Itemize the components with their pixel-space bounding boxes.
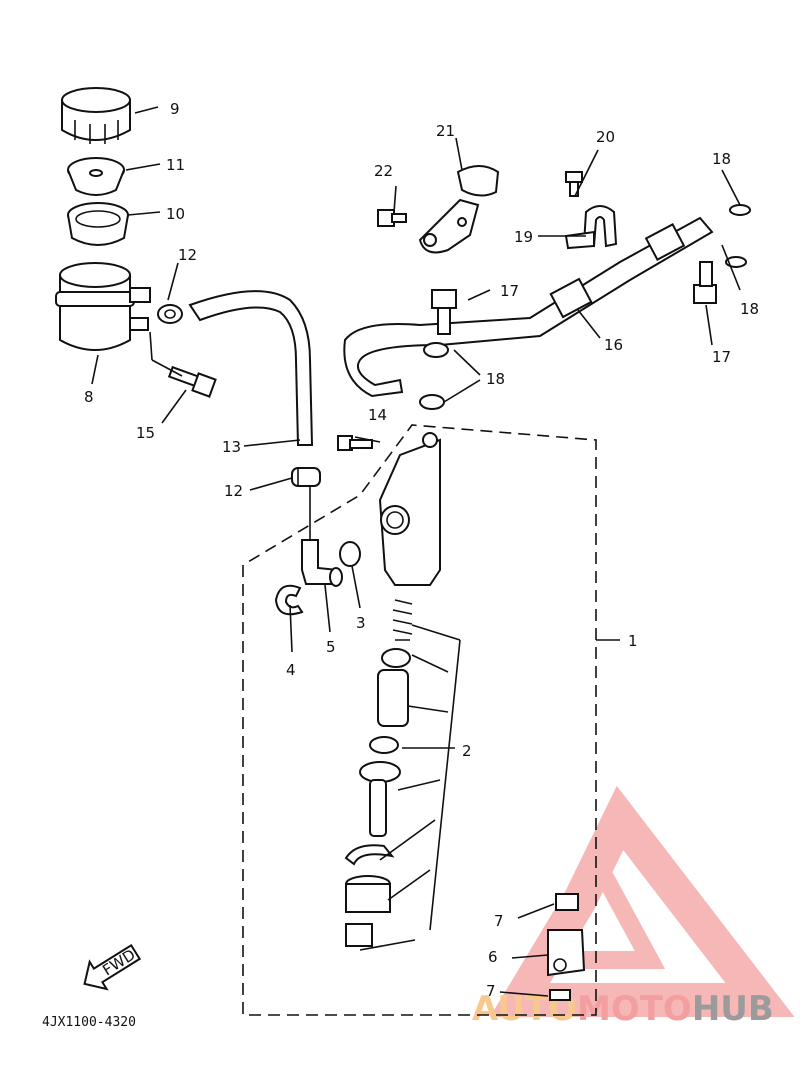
clevis-washer xyxy=(549,989,571,1001)
callout-7-lower: 7 xyxy=(486,982,496,1000)
callout-8: 8 xyxy=(84,388,94,406)
callout-14: 14 xyxy=(368,406,387,424)
cylinder-spring xyxy=(392,599,413,641)
callout-3: 3 xyxy=(356,614,366,632)
callout-17-left: 17 xyxy=(500,282,519,300)
watermark-hub: HUB xyxy=(692,989,774,1029)
lock-nut xyxy=(345,923,373,947)
reservoir-hose xyxy=(188,290,314,446)
reservoir-bolt xyxy=(167,365,217,398)
piston xyxy=(377,669,409,727)
o-ring xyxy=(339,541,361,567)
clevis xyxy=(547,929,586,977)
callout-6: 6 xyxy=(488,948,498,966)
callout-18-right: 18 xyxy=(740,300,759,318)
copper-washer-1 xyxy=(423,342,449,358)
callout-12-upper: 12 xyxy=(178,246,197,264)
callout-1: 1 xyxy=(628,632,638,650)
union-bolt-left xyxy=(431,289,457,335)
master-cylinder-body xyxy=(378,432,441,586)
callout-22: 22 xyxy=(374,162,393,180)
hose-clamp-upper xyxy=(157,304,183,324)
joint-circlip xyxy=(274,584,304,616)
callout-10: 10 xyxy=(166,205,185,223)
piston-circlip xyxy=(344,844,395,866)
callout-9: 9 xyxy=(170,100,180,118)
reservoir-cap xyxy=(61,87,131,144)
primary-cup xyxy=(381,648,411,668)
callout-20: 20 xyxy=(596,128,615,146)
callout-18-mid: 18 xyxy=(486,370,505,388)
diaphragm-plate xyxy=(67,157,125,196)
dust-boot xyxy=(345,875,391,913)
hose-clamp-lower xyxy=(291,467,321,487)
callout-17-right: 17 xyxy=(712,348,731,366)
callout-5: 5 xyxy=(326,638,336,656)
fwd-arrow: FWD xyxy=(83,943,142,991)
leader-lines xyxy=(91,106,741,997)
callout-13: 13 xyxy=(222,438,241,456)
watermark: AUTOMOTOHUB xyxy=(472,785,795,1029)
callout-16: 16 xyxy=(604,336,623,354)
callout-21: 21 xyxy=(436,122,455,140)
clevis-nut xyxy=(555,893,579,911)
hose-holder xyxy=(564,205,618,250)
callout-12-lower: 12 xyxy=(224,482,243,500)
push-rod xyxy=(359,761,401,837)
copper-washer-2 xyxy=(419,394,445,410)
hose-joint xyxy=(301,539,343,587)
hose-guide-bracket xyxy=(418,165,500,254)
bleed-screw xyxy=(337,435,373,451)
callout-2: 2 xyxy=(462,742,472,760)
svg-text:AUTOMOTOHUB: AUTOMOTOHUB xyxy=(472,989,774,1029)
reservoir-tank xyxy=(55,262,151,351)
brake-hose xyxy=(343,216,714,398)
secondary-cup xyxy=(369,736,399,754)
callout-7-upper: 7 xyxy=(494,912,504,930)
copper-washer-3 xyxy=(729,204,751,216)
holder-screw xyxy=(565,171,583,197)
copper-washer-4 xyxy=(725,256,747,268)
callout-15: 15 xyxy=(136,424,155,442)
watermark-moto: MOTO xyxy=(577,989,692,1029)
diaphragm xyxy=(67,202,129,246)
callout-19: 19 xyxy=(514,228,533,246)
bracket-bolt xyxy=(377,209,407,227)
callout-18-top: 18 xyxy=(712,150,731,168)
callout-11: 11 xyxy=(166,156,185,174)
assembly-boundary xyxy=(242,424,597,1016)
callout-4: 4 xyxy=(286,661,296,679)
diagram-code: 4JX1100-4320 xyxy=(42,1015,136,1030)
union-bolt-right xyxy=(693,261,717,304)
